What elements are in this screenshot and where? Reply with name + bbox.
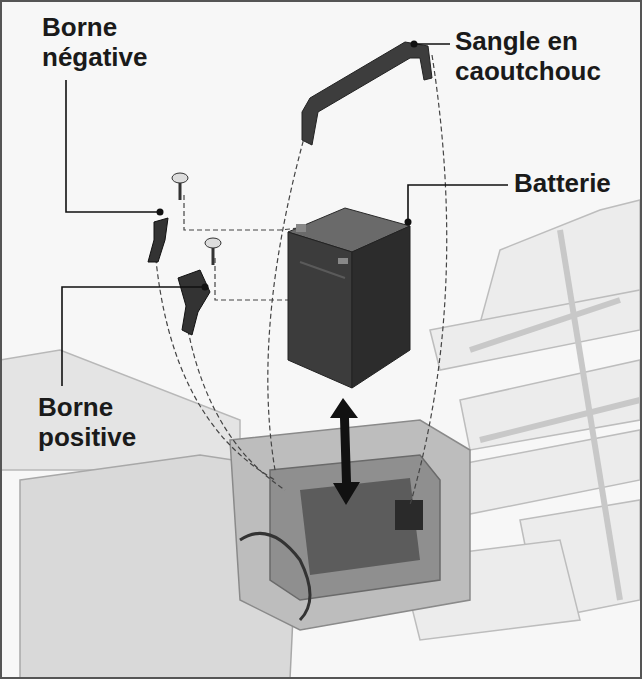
connector — [395, 500, 423, 530]
part-label: Sangle en caoutchouc — [455, 26, 625, 86]
rubber-strap — [302, 42, 432, 145]
frame-tubes — [470, 230, 640, 600]
leader-dots — [157, 41, 418, 291]
up-down-arrow — [330, 398, 360, 505]
battery-box — [270, 455, 440, 600]
part-label: Batterie — [514, 168, 611, 198]
terminals — [148, 173, 221, 335]
cable — [240, 533, 310, 620]
battery — [288, 208, 410, 388]
part-label: Borne négative — [42, 12, 182, 72]
body-panel — [0, 350, 240, 470]
leader-lines — [62, 44, 508, 386]
assembly-lines — [155, 55, 447, 505]
part-label: Borne positive — [38, 392, 178, 452]
